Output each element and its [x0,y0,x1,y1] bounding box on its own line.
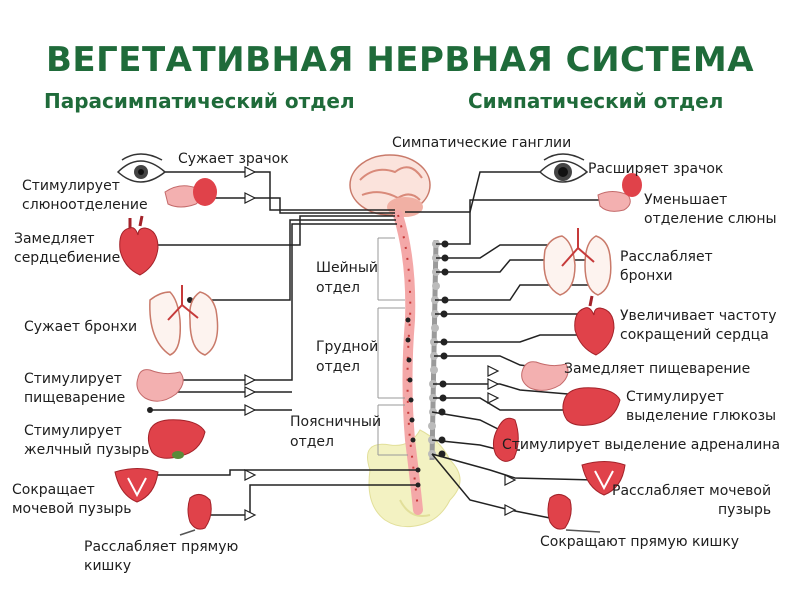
liver-icon [562,387,621,426]
para-effect-label: Сокращает мочевой пузырь [12,482,132,517]
para-effect-label: Стимулирует слюноотделение [22,178,148,213]
liver-icon [147,419,206,459]
symp-effect-label: Стимулирует выделение глюкозы [626,389,777,424]
bladder-icon [581,461,626,496]
heart-icon [119,215,159,276]
region-lumbar-label: Поясничный отдел [290,414,382,450]
bladder-icon [114,468,159,503]
symp-effect-label: Уменьшает отделение слюны [644,192,777,227]
para-effect-label: Замедляет сердцебиение [14,231,121,266]
parasympathetic-ganglia [244,166,257,521]
symp-effect-label: Замедляет пищеварение [564,361,751,377]
sympathetic-subtitle: Симпатический отдел [468,89,724,113]
region-brackets [377,237,408,456]
sympathetic-ganglia-chain [428,239,440,461]
lungs-icon [543,228,612,296]
symp-effect-label: Сокращают прямую кишку [540,534,740,550]
sympathetic-ganglia-triangles [487,365,517,516]
symp-effect-label: Увеличивает частоту сокращений сердца [620,308,777,343]
region-cervical-label: Шейный отдел [316,260,378,296]
para-effect-label: Сужает зрачок [178,151,289,167]
heart-icon [574,295,615,356]
symp-effect-label: Расслабляет мочевой пузырь [612,483,772,518]
chain-dots [405,317,421,488]
symp-effect-label: Расслабляет бронхи [620,249,713,284]
parasympathetic-subtitle: Парасимпатический отдел [44,89,355,113]
brain-icon [349,154,431,217]
eye-icon [116,153,167,183]
eye-icon [538,153,589,183]
symp-effect-label: Расширяет зрачок [588,161,724,177]
salivary-gland-icon [164,178,217,208]
para-effect-label: Расслабляет прямую кишку [84,539,239,574]
region-thoracic-label: Грудной отдел [316,339,379,375]
stomach-icon [136,369,184,402]
adrenal-icon [492,417,519,462]
para-effect-label: Стимулирует желчный пузырь [24,423,150,458]
stomach-icon [521,361,569,391]
page-title: ВЕГЕТАТИВНАЯ НЕРВНАЯ СИСТЕМА [45,40,755,80]
intestine-icon [179,494,212,536]
parasympathetic-nerves [140,171,418,516]
symp-effect-label: Стимулирует выделение адреналина [502,437,781,453]
salivary-gland-icon [597,173,642,212]
lungs-icon [149,285,219,356]
para-effect-label: Сужает бронхи [24,319,138,335]
ganglia-label: Симпатические ганглии [392,135,572,151]
sympathetic-nerves [405,171,620,521]
para-effect-label: Стимулирует пищеварение [24,371,126,406]
intestine-icon [547,494,601,533]
